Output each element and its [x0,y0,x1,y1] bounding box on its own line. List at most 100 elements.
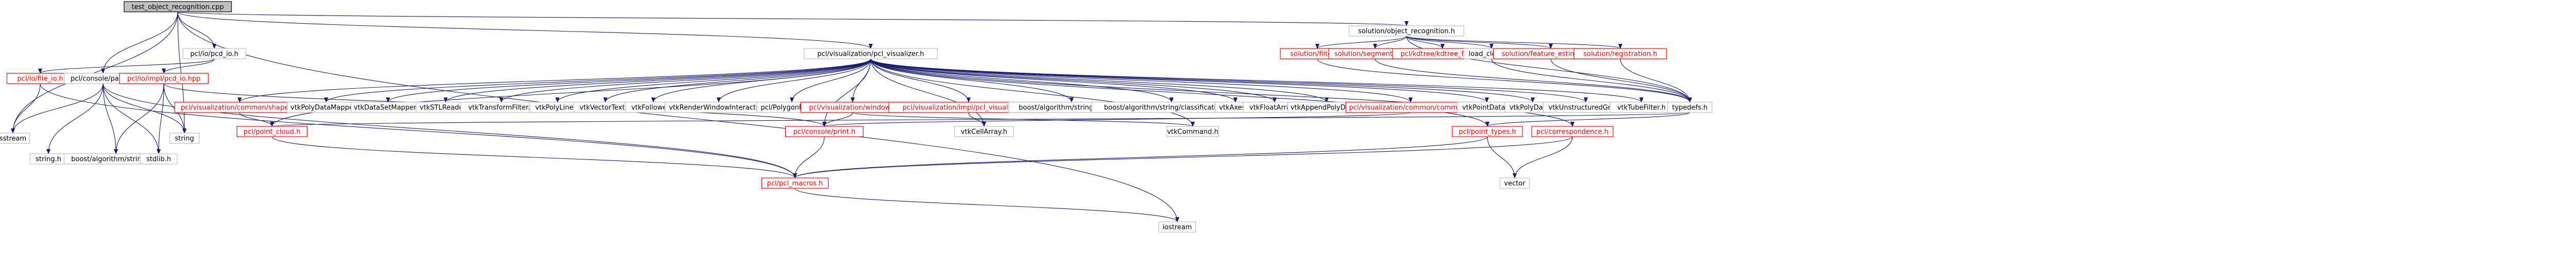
node-label: pcl/visualization/impl/pcl_visualizer.hp… [903,104,1035,112]
node-pcl-io-impl-pcd-io[interactable]: pcl/io/impl/pcd_io.hpp [119,73,209,84]
node-vtkDataSetMapper[interactable]: vtkDataSetMapper.h [350,102,426,113]
node-box [1667,102,1713,113]
node-label: pcl/pcl_macros.h [767,180,823,188]
edge-pcl_visualization_pcl_visualizer-to-vtkPolyDataMapper [324,58,871,103]
node-label: string [175,135,194,143]
edge-pcl_vis_common_common-to-pcl_console_print [822,112,1411,127]
dependency-edges [11,11,1692,222]
node-pcl-correspondence[interactable]: pcl/correspondence.h [1531,126,1614,137]
node-pcl-vis-common-shapes[interactable]: pcl/visualization/common/shapes.h [174,102,305,113]
node-box [954,126,1014,137]
edge-pcl_io_impl_pcd_io-to-string [163,83,187,134]
node-root: test_object_recognition.cpp [124,1,232,12]
node-string[interactable]: string [169,133,200,144]
node-label: vtkCellArray.h [961,128,1007,136]
node-label: solution/registration.h [1583,51,1657,58]
node-vector[interactable]: vector [1499,177,1530,189]
edge-root-to-solution_object_recognition [177,11,1408,26]
edge-pcl_console_parse-to-string [103,83,187,134]
node-box [119,73,209,84]
edge-pcl_vis_common_shapes-to-pcl_point_cloud [239,112,274,127]
node-label: iostream [1162,224,1192,232]
edge-pcl_visualization_pcl_visualizer-to-vtkAppendPolyData [870,58,1329,103]
edge-pcl_io_pcd_io-to-pcl_io_file_io [38,58,215,74]
node-vtkPointData[interactable]: vtkPointData.h [1457,102,1517,113]
node-label: string.h [36,156,61,164]
node-box [1452,126,1523,137]
edge-typedefs-to-pcl_point_types [1485,112,1690,127]
node-label: boost/algorithm/string/classification.hp… [1104,104,1239,112]
node-label: vtkSTLReader.h [420,104,472,112]
node-box [1499,177,1530,189]
node-box [124,1,232,12]
node-label: typedefs.h [1672,104,1707,112]
node-vtkTransformFilter[interactable]: vtkTransformFilter.h [460,102,543,113]
edge-pcl_visualization_pcl_visualizer-to-vtkSTLReader [444,58,871,103]
edge-pcl_visualization_pcl_visualizer-to-vtkPolyLine [555,58,871,103]
node-label: pcl/io/impl/pcd_io.hpp [127,75,200,83]
node-label: pcl/io/pcd_io.h [190,51,238,58]
node-box [1573,48,1667,59]
node-typedefs[interactable]: typedefs.h [1667,102,1713,113]
node-vtkCommand[interactable]: vtkCommand.h [1166,126,1219,137]
node-vtkUnstructuredGrid[interactable]: vtkUnstructuredGrid.h [1543,102,1629,113]
node-label: pcl/visualization/common/shapes.h [181,104,298,112]
node-boost-algorithm-string-classification[interactable]: boost/algorithm/string/classification.hp… [1091,102,1252,113]
node-vtkPolyLine[interactable]: vtkPolyLine.h [529,102,586,113]
edge-pcl_visualization_pcl_visualizer-to-pcl_PolygonMesh [790,58,871,103]
node-label: sstream [0,135,26,143]
node-sstream[interactable]: sstream [0,133,30,144]
edge-pcl_visualization_pcl_visualizer-to-pcl_vis_impl_pcl_visualizer [870,58,971,103]
node-pcl-point-types[interactable]: pcl/point_types.h [1452,126,1523,137]
edge-root-to-iostream [177,11,1179,222]
node-stdlib[interactable]: stdlib.h [140,153,178,165]
node-label: pcl/visualization/pcl_visualizer.h [817,51,924,58]
node-label: vtkCommand.h [1167,128,1218,136]
node-label: vtkRenderWindowInteractor.h [669,104,768,112]
edge-solution_object_recognition-to-typedefs [1406,36,1692,103]
node-label: pcl/visualization/common/common.h [1349,104,1472,112]
node-vtkVectorText[interactable]: vtkVectorText.h [573,102,637,113]
node-box [1349,25,1465,37]
edge-solution_registration-to-typedefs [1620,58,1692,103]
node-vtkTubeFilter[interactable]: vtkTubeFilter.h [1609,102,1673,113]
node-pcl-io-file-io[interactable]: pcl/io/file_io.h [6,73,74,84]
edge-pcl_pcl_macros-to-iostream [794,188,1179,222]
node-solution-object-recognition[interactable]: solution/object_recognition.h [1349,25,1465,37]
edge-root-to-pcl_visualization_pcl_visualizer [177,11,873,49]
node-box [1158,221,1196,233]
edge-solution_object_recognition-to-solution_feature_estimation [1406,36,1553,49]
node-pcl-console-print[interactable]: pcl/console/print.h [785,126,863,137]
node-box [1166,126,1219,137]
node-iostream[interactable]: iostream [1158,221,1196,233]
edge-pcl_console_print-to-pcl_pcl_macros [793,136,825,178]
edge-pcl_visualization_pcl_visualizer-to-pcl_point_types [870,58,1489,127]
node-string-h[interactable]: string.h [29,153,67,165]
node-pcl-pcl-macros[interactable]: pcl/pcl_macros.h [761,177,829,189]
node-label: pcl/console/print.h [793,128,855,136]
edge-pcl_console_parse-to-string_h [46,83,104,154]
edge-pcl_visualization_pcl_visualizer-to-vtkUnstructuredGrid [870,58,1588,103]
node-vtkRenderWindowInteractor[interactable]: vtkRenderWindowInteractor.h [665,102,773,113]
node-box [1531,126,1614,137]
node-pcl-vis-common-common[interactable]: pcl/visualization/common/common.h [1345,102,1476,113]
node-pcl-visualization-pcl-visualizer[interactable]: pcl/visualization/pcl_visualizer.h [803,48,938,59]
edge-pcl_visualization_pcl_visualizer-to-pcl_vis_common_common [870,58,1413,103]
node-label: boost/algorithm/string.hpp [71,156,161,164]
node-vtkPolyDataMapper[interactable]: vtkPolyDataMapper.h [286,102,365,113]
edge-pcl_vis_impl_pcl_visualizer-to-vtkCellArray [968,112,986,127]
node-label: vtkUnstructuredGrid.h [1549,104,1623,112]
edge-pcl_point_types-to-vector [1487,136,1517,178]
edge-root-to-string [177,11,187,134]
edge-pcl_visualization_pcl_visualizer-to-boost_algorithm_string_classification [870,58,1174,103]
node-box [0,133,30,144]
edge-typedefs-to-pcl_point_cloud [270,112,1690,127]
node-label: test_object_recognition.cpp [132,4,224,11]
node-pcl-io-pcd-io[interactable]: pcl/io/pcd_io.h [182,48,246,59]
edge-solution_object_recognition-to-load_clouds [1406,36,1494,49]
node-vtkCellArray[interactable]: vtkCellArray.h [954,126,1014,137]
node-solution-registration[interactable]: solution/registration.h [1573,48,1667,59]
edge-pcl_visualization_pcl_visualizer-to-vtkRenderWindowInteractor [717,58,871,103]
node-pcl-point-cloud[interactable]: pcl/point_cloud.h [236,126,308,137]
node-label: pcl/correspondence.h [1536,128,1608,136]
